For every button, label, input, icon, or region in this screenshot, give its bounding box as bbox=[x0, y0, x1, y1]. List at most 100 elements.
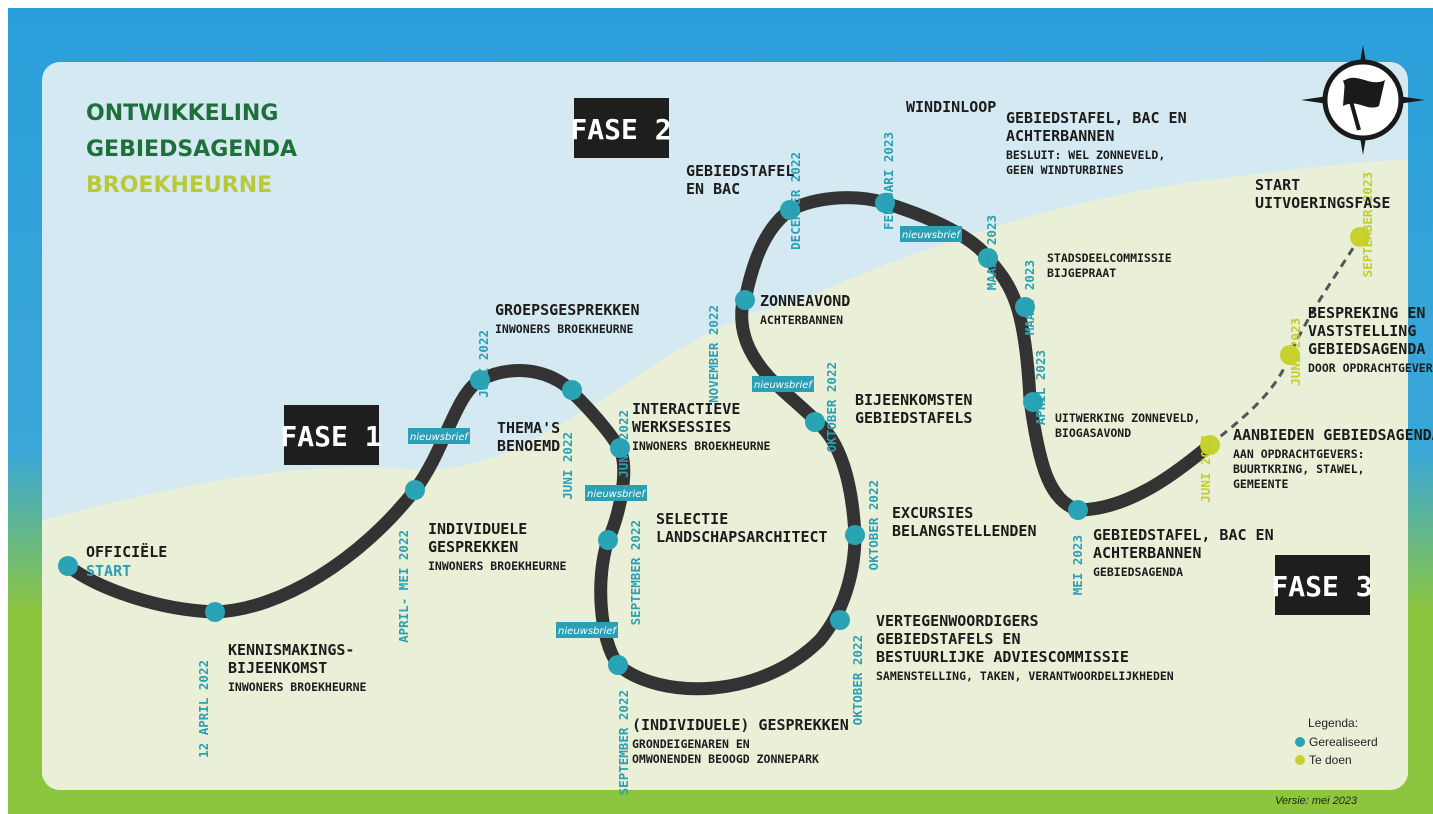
svg-text:nieuwsbrief: nieuwsbrief bbox=[587, 489, 646, 500]
milestone-marker bbox=[1200, 435, 1220, 455]
milestone-subtitle: INWONERS BROEKHEURNE bbox=[428, 559, 567, 573]
milestone: JUNI 2023 AANBIEDEN GEBIEDSAGENDA AAN OPDR… bbox=[1198, 426, 1433, 503]
start-label-line-2: START bbox=[86, 562, 131, 580]
svg-text:nieuwsbrief: nieuwsbrief bbox=[558, 626, 617, 637]
milestone: FEBRUARI 2023 WINDINLOOP bbox=[875, 98, 996, 230]
milestone-date: 12 APRIL 2022 bbox=[196, 660, 211, 758]
milestone-title: BESPREKING EN bbox=[1308, 304, 1425, 322]
milestone-title: BIJEENKOMST bbox=[228, 659, 327, 677]
svg-text:FASE 1: FASE 1 bbox=[280, 420, 381, 453]
milestone-date: SEPTEMBER 2023 bbox=[1360, 172, 1375, 277]
milestone-marker bbox=[1023, 392, 1043, 412]
milestone-marker bbox=[830, 610, 850, 630]
milestone-marker bbox=[735, 290, 755, 310]
milestone-date: FEBRUARI 2023 bbox=[881, 132, 896, 230]
milestone-title: GEBIEDSTAFEL bbox=[686, 162, 794, 180]
milestone-title: VASTSTELLING bbox=[1308, 322, 1416, 340]
newsletter-tag: nieuwsbrief bbox=[556, 622, 618, 638]
milestone-subtitle: BESLUIT: WEL ZONNEVELD, bbox=[1006, 148, 1165, 162]
milestone-subtitle: UITWERKING ZONNEVELD, bbox=[1055, 411, 1200, 425]
svg-text:FASE 3: FASE 3 bbox=[1271, 570, 1372, 603]
version-label: Versie: mei 2023 bbox=[1275, 795, 1358, 807]
milestone-subtitle: GEMEENTE bbox=[1233, 477, 1288, 491]
milestone-title: INDIVIDUELE bbox=[428, 520, 527, 538]
milestone-marker bbox=[845, 525, 865, 545]
milestone-date: MAART 2023 bbox=[1022, 260, 1037, 335]
map-panel bbox=[42, 62, 1408, 790]
milestone-title: AANBIEDEN GEBIEDSAGENDA bbox=[1233, 426, 1433, 444]
milestone: JUNI 2022INTERACTIEVEWERKSESSIESINWONERS… bbox=[610, 400, 771, 478]
title-line-1: ONTWIKKELING bbox=[86, 101, 278, 126]
milestone-date: APRIL- MEI 2022 bbox=[396, 530, 411, 643]
title-line-3: BROEKHEURNE bbox=[86, 173, 272, 198]
start-marker bbox=[58, 556, 78, 576]
svg-text:FASE 2: FASE 2 bbox=[570, 113, 671, 146]
milestone-title: UITVOERINGSFASE bbox=[1255, 194, 1390, 212]
milestone-subtitle: INWONERS BROEKHEURNE bbox=[632, 439, 771, 453]
milestone-subtitle: BUURTKRING, STAWEL, bbox=[1233, 462, 1365, 476]
milestone-subtitle: GRONDEIGENAREN EN bbox=[632, 737, 750, 751]
milestone-subtitle: DOOR OPDRACHTGEVERS bbox=[1308, 361, 1433, 375]
milestone-marker bbox=[1350, 227, 1370, 247]
milestone-subtitle: GEBIEDSAGENDA bbox=[1093, 565, 1183, 579]
milestone-subtitle: INWONERS BROEKHEURNE bbox=[495, 322, 634, 336]
milestone-subtitle: BIOGASAVOND bbox=[1055, 426, 1131, 440]
milestone-date: JUNI 2022 bbox=[616, 410, 631, 478]
milestone-marker bbox=[1068, 500, 1088, 520]
milestone-title: GEBIEDSAGENDA bbox=[1308, 340, 1425, 358]
milestone-title: START bbox=[1255, 176, 1300, 194]
svg-text:Legenda:: Legenda: bbox=[1308, 716, 1358, 730]
milestone-subtitle: OMWONENDEN BEOOGD ZONNEPARK bbox=[632, 752, 819, 766]
legend-todo-label: Te doen bbox=[1309, 753, 1352, 767]
milestone-date: OKTOBER 2022 bbox=[824, 362, 839, 452]
milestone-title: GEBIEDSTAFEL, BAC EN bbox=[1093, 526, 1274, 544]
svg-text:nieuwsbrief: nieuwsbrief bbox=[410, 432, 469, 443]
milestone-marker bbox=[405, 480, 425, 500]
newsletter-tag: nieuwsbrief bbox=[408, 428, 470, 444]
milestone-marker bbox=[875, 193, 895, 213]
milestone-subtitle: GEEN WINDTURBINES bbox=[1006, 163, 1124, 177]
milestone: SEPTEMBER 2022SELECTIELANDSCHAPSARCHITEC… bbox=[598, 510, 828, 625]
milestone: MAART 2023 GEBIEDSTAFEL, BAC ENACHTERBANN… bbox=[978, 109, 1187, 290]
milestone-title: GEBIEDSTAFELS bbox=[855, 409, 972, 427]
milestone-title: BELANGSTELLENDEN bbox=[892, 522, 1037, 540]
milestone-title: GROEPSGESPREKKEN bbox=[495, 301, 640, 319]
milestone-marker bbox=[608, 655, 628, 675]
legend-done-marker bbox=[1295, 737, 1305, 747]
milestone-subtitle: ACHTERBANNEN bbox=[760, 313, 843, 327]
milestone-title: SELECTIE bbox=[656, 510, 728, 528]
milestone-date: MEI 2023 bbox=[1070, 535, 1085, 595]
milestone-marker bbox=[598, 530, 618, 550]
milestone-date: OKTOBER 2022 bbox=[866, 480, 881, 570]
milestone-title: ACHTERBANNEN bbox=[1006, 127, 1114, 145]
milestone-title: GESPREKKEN bbox=[428, 538, 518, 556]
milestone-title: VERTEGENWOORDIGERS bbox=[876, 612, 1039, 630]
newsletter-tag: nieuwsbrief bbox=[752, 376, 814, 392]
milestone-marker bbox=[780, 200, 800, 220]
milestone-date: DECEMBER 2022 bbox=[788, 152, 803, 250]
start-label-line-1: OFFICIËLE bbox=[86, 542, 167, 561]
milestone-date: MAART 2023 bbox=[984, 215, 999, 290]
milestone-title: GEBIEDSTAFEL, BAC EN bbox=[1006, 109, 1187, 127]
milestone-title: ACHTERBANNEN bbox=[1093, 544, 1201, 562]
milestone-date: JUNI 2023 bbox=[1198, 435, 1213, 503]
milestone-marker bbox=[562, 380, 582, 400]
milestone-date: SEPTEMBER 2022 bbox=[616, 690, 631, 795]
milestone-subtitle: AAN OPDRACHTGEVERS: bbox=[1233, 447, 1365, 461]
milestone-title: INTERACTIEVE bbox=[632, 400, 740, 418]
legend-done-label: Gerealiseerd bbox=[1309, 735, 1378, 749]
milestone-title: WINDINLOOP bbox=[906, 98, 996, 116]
milestone-title: THEMA'S bbox=[497, 419, 560, 437]
milestone-marker bbox=[978, 248, 998, 268]
milestone-title: KENNISMAKINGS- bbox=[228, 641, 354, 659]
milestone-title: (INDIVIDUELE) GESPREKKEN bbox=[632, 716, 849, 734]
milestone-date: NOVEMBER 2022 bbox=[706, 305, 721, 403]
